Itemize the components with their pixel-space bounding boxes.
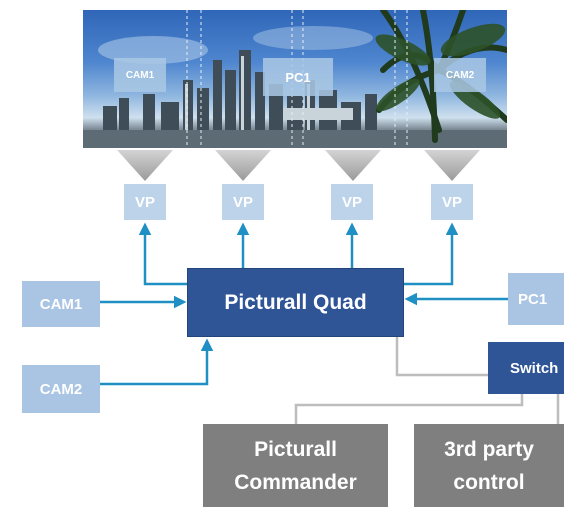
input-cam1: CAM1	[22, 281, 100, 327]
arrow-to-vp4	[404, 222, 459, 286]
commander-line1: Picturall	[254, 437, 337, 461]
funnel-4	[424, 150, 480, 181]
commander-line2: Commander	[234, 470, 357, 494]
input-pc1: PC1	[508, 273, 564, 325]
viewport-box-1: VP	[124, 184, 166, 220]
panorama-label-cam1: CAM1	[114, 58, 166, 92]
network-lines	[294, 337, 560, 425]
third-party-line1: 3rd party	[444, 437, 534, 461]
viewport-box-3: VP	[331, 184, 373, 220]
viewport-box-4: VP	[431, 184, 473, 220]
funnel-1	[117, 150, 173, 181]
arrow-to-vp1	[138, 222, 187, 286]
panorama-label-cam2: CAM2	[434, 58, 486, 92]
network-switch: Switch	[488, 342, 564, 394]
viewport-box-2: VP	[222, 184, 264, 220]
funnel-2	[215, 150, 271, 181]
third-party-line2: control	[453, 470, 525, 494]
arrow-cam2-to-quad	[100, 338, 214, 386]
funnel-3	[325, 150, 381, 181]
picturall-commander-box: Picturall Commander	[203, 424, 388, 507]
picturall-quad-server: Picturall Quad	[187, 268, 404, 337]
panorama-label-pc1: PC1	[263, 58, 333, 96]
third-party-control-box: 3rd party control	[414, 424, 564, 507]
input-cam2: CAM2	[22, 365, 100, 413]
